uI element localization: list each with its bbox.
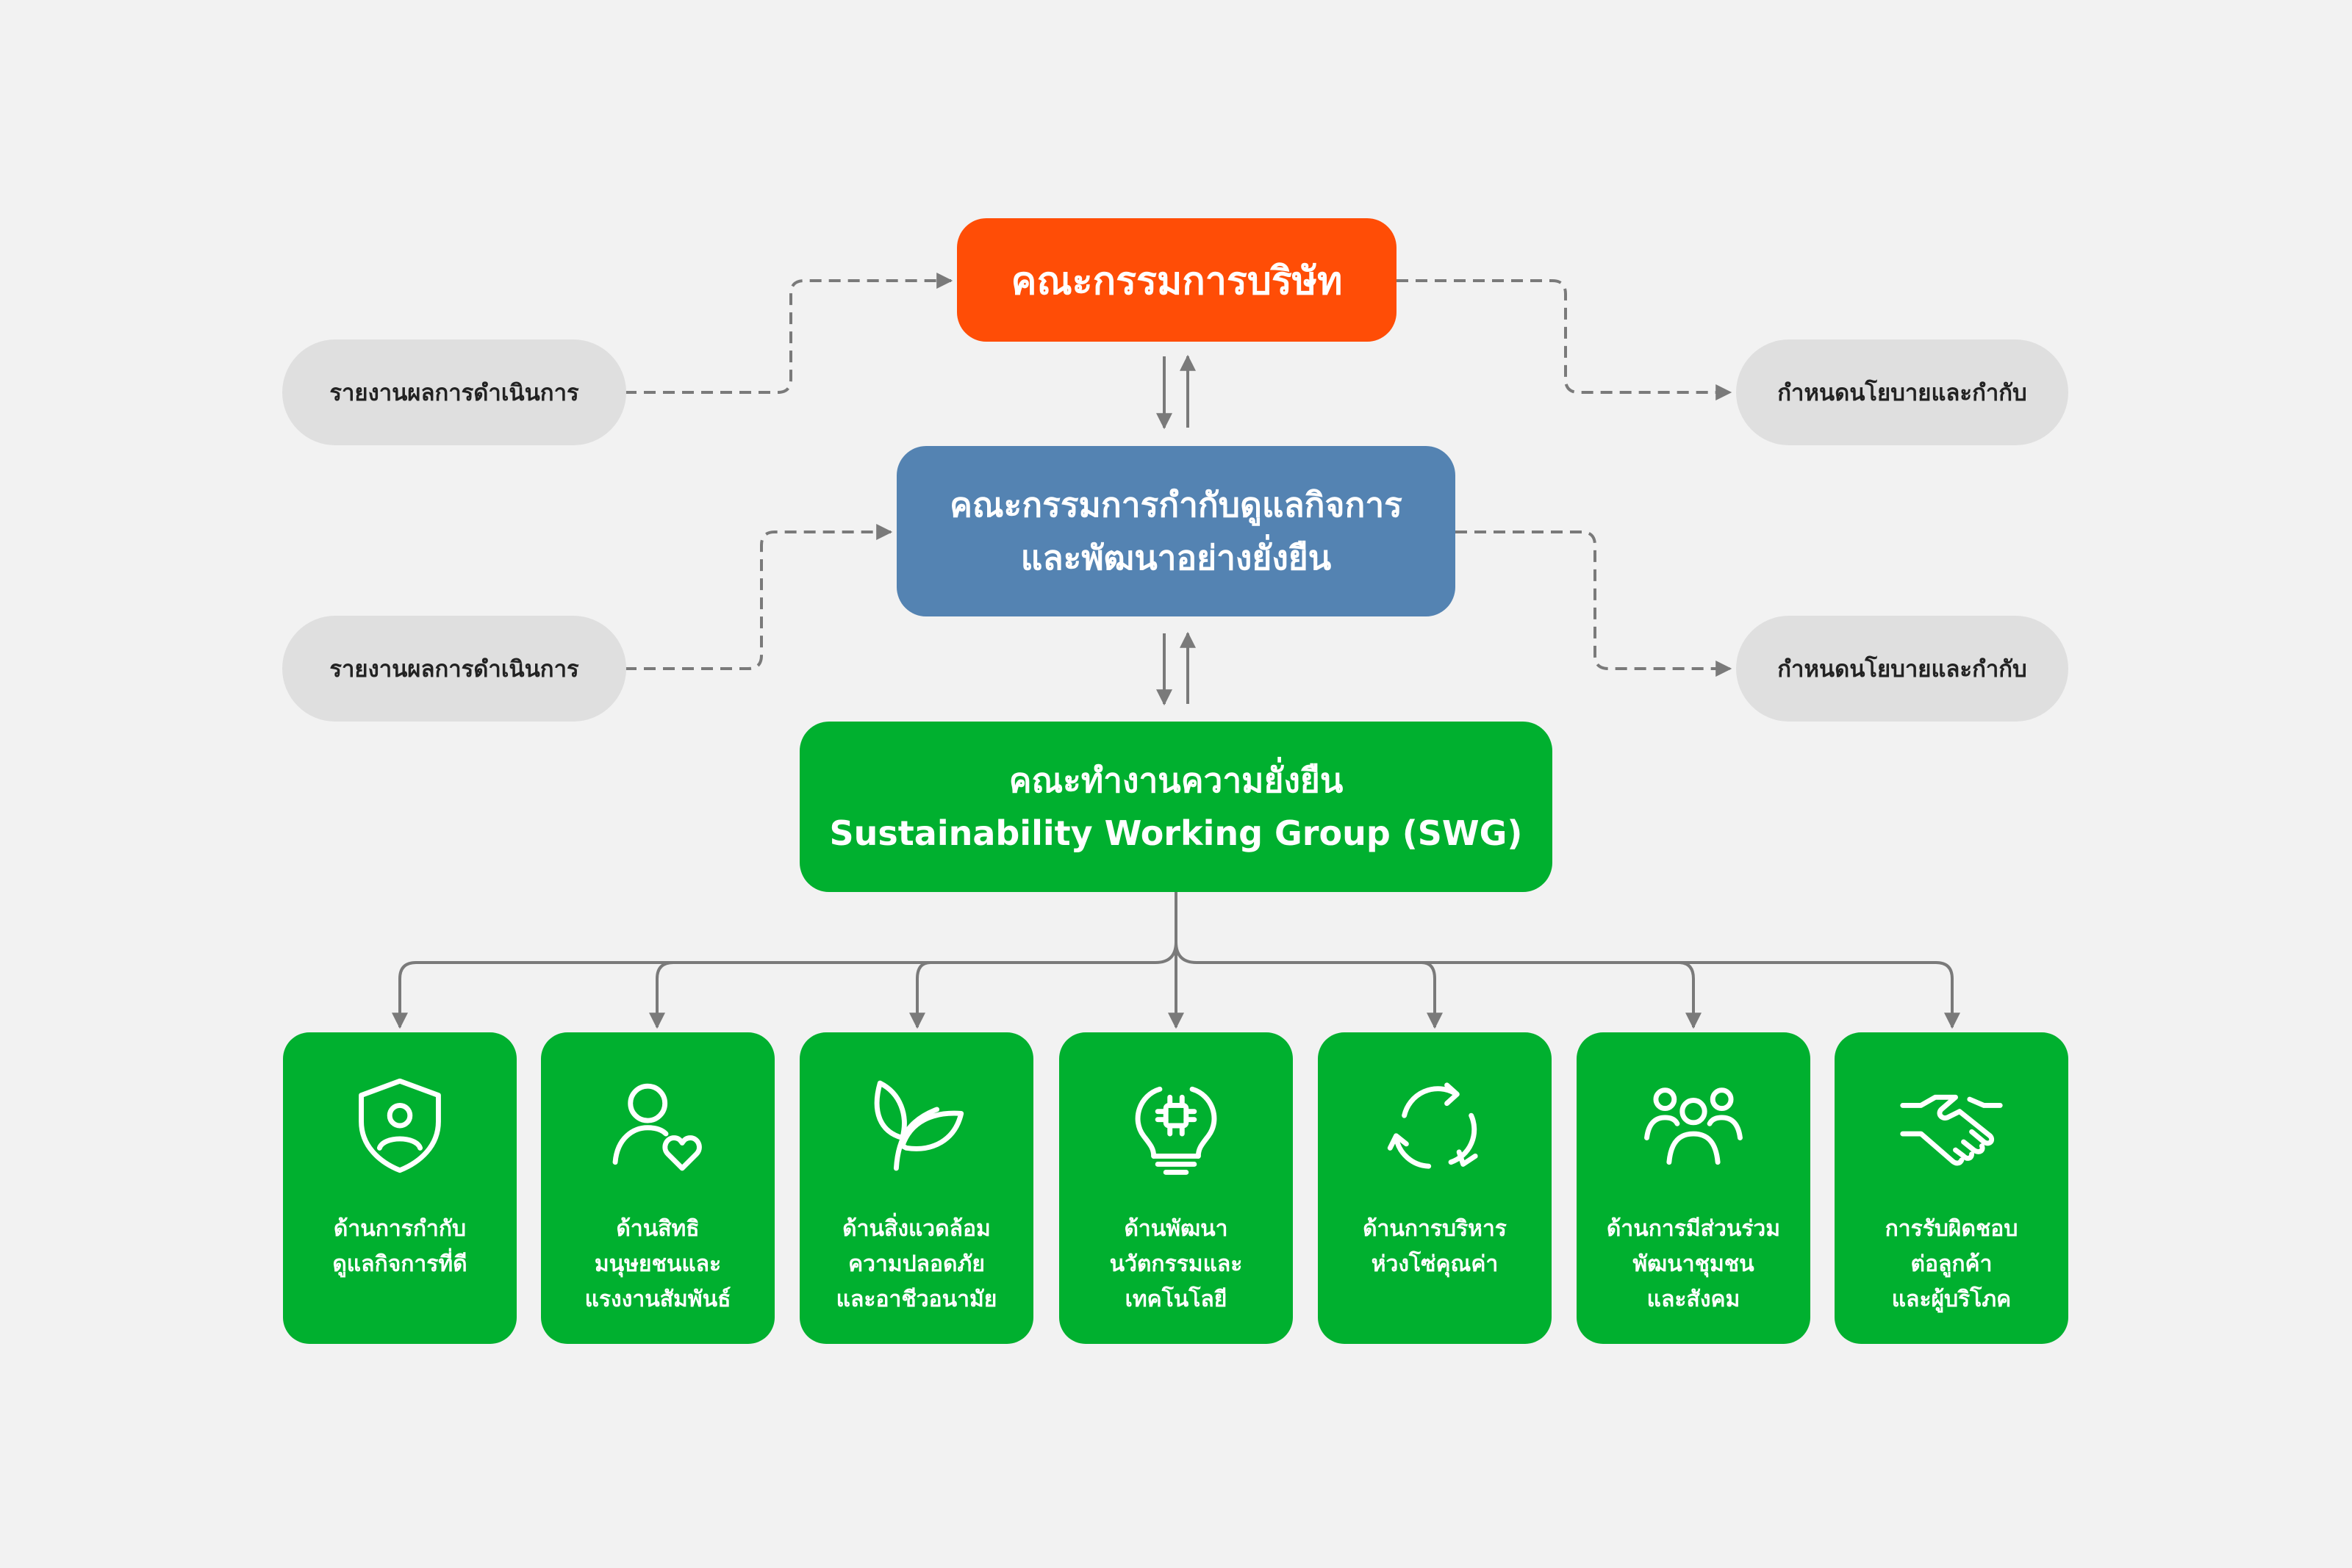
report-pill-mid: รายงานผลการดำเนินการ — [282, 616, 626, 722]
pillar-card-value-chain: ด้านการบริหารห่วงโซ่คุณค่า — [1318, 1032, 1552, 1344]
report-pill-top-label: รายงานผลการดำเนินการ — [329, 380, 579, 406]
swg-trunk-line — [392, 892, 1177, 1029]
pillar-card-environment: ด้านสิ่งแวดล้อมความปลอดภัยและอาชีวอนามัย — [800, 1032, 1033, 1344]
board-title: คณะกรรมการบริษัท — [1011, 259, 1343, 303]
swg-title-th: คณะทำงานความยั่งยืน — [1008, 760, 1344, 800]
report-to-board-arrow — [625, 273, 953, 394]
handshake-icon — [1900, 1094, 2003, 1166]
cycle-arrows-icon — [1387, 1082, 1478, 1169]
pillar-label: ด้านการมีส่วนร่วมพัฒนาชุมชนและสังคม — [1606, 1216, 1781, 1312]
board-of-directors-box: คณะกรรมการบริษัท — [957, 218, 1396, 342]
swg-box: คณะทำงานความยั่งยืน Sustainability Worki… — [800, 722, 1552, 892]
governance-title-line1: คณะกรรมการกำกับดูแลกิจการ — [950, 485, 1402, 525]
pillar-label: ด้านพัฒนานวัตกรรมและเทคโนโลยี — [1109, 1216, 1243, 1312]
pillar-card-human-rights: ด้านสิทธิมนุษยชนและแรงงานสัมพันธ์ — [541, 1032, 775, 1344]
lightbulb-chip-icon — [1135, 1086, 1217, 1175]
pillar-card-customers: การรับผิดชอบต่อลูกค้าและผู้บริโภค — [1835, 1032, 2068, 1344]
pillar-label: การรับผิดชอบต่อลูกค้าและผู้บริโภค — [1885, 1216, 2018, 1312]
pillar-label: ด้านสิ่งแวดล้อมความปลอดภัยและอาชีวอนามัย — [836, 1216, 997, 1312]
pillar-card-governance: ด้านการกำกับดูแลกิจการที่ดี — [283, 1032, 517, 1344]
pillar-card-community: ด้านการมีส่วนร่วมพัฒนาชุมชนและสังคม — [1577, 1032, 1810, 1344]
governance-to-policy-arrow — [1455, 531, 1732, 677]
governance-committee-box: คณะกรรมการกำกับดูแลกิจการ และพัฒนาอย่างย… — [897, 446, 1455, 616]
people-group-icon — [1644, 1087, 1743, 1165]
pillar-label: ด้านการกำกับดูแลกิจการที่ดี — [332, 1216, 467, 1277]
report-pill-mid-label: รายงานผลการดำเนินการ — [329, 656, 579, 683]
swg-title-en: Sustainability Working Group (SWG) — [829, 813, 1523, 853]
board-to-policy-arrow — [1396, 279, 1732, 400]
pillar-label: ด้านการบริหารห่วงโซ่คุณค่า — [1363, 1216, 1507, 1277]
policy-pill-top-label: กำหนดนโยบายและกำกับ — [1777, 380, 2027, 406]
pillar-card-innovation: ด้านพัฒนานวัตกรรมและเทคโนโลยี — [1059, 1032, 1293, 1344]
governance-title-line2: และพัฒนาอย่างยั่งยืน — [1020, 538, 1332, 578]
person-heart-icon — [612, 1083, 702, 1171]
report-to-governance-arrow — [625, 524, 893, 670]
policy-pill-mid: กำหนดนโยบายและกำกับ — [1736, 616, 2068, 722]
report-pill-top: รายงานผลการดำเนินการ — [282, 339, 626, 445]
leaf-icon — [874, 1080, 964, 1171]
pillar-label: ด้านสิทธิมนุษยชนและแรงงานสัมพันธ์ — [584, 1216, 731, 1312]
shield-person-icon — [359, 1078, 441, 1173]
policy-pill-mid-label: กำหนดนโยบายและกำกับ — [1777, 656, 2027, 683]
policy-pill-top: กำหนดนโยบายและกำกับ — [1736, 339, 2068, 445]
